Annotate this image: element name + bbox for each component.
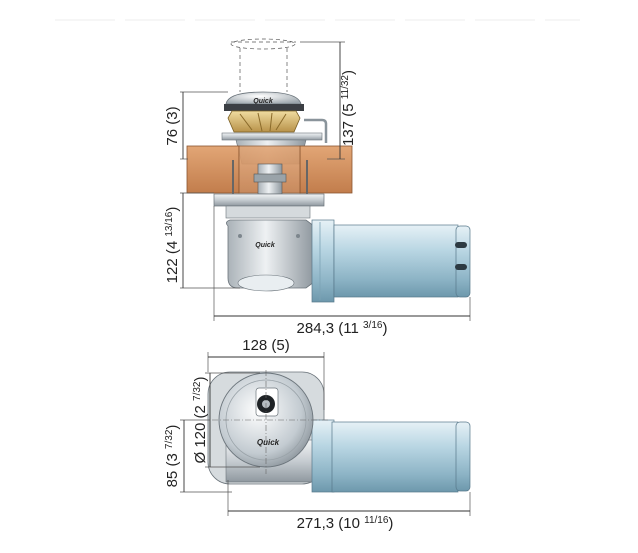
motor-terminal-1	[455, 242, 467, 248]
bolt-2	[296, 234, 300, 238]
side-view: Quick Quick	[186, 38, 471, 303]
gypsy-teeth	[239, 112, 287, 132]
upper-flange	[221, 132, 323, 141]
label-120: Ø 120 (2 7/32)	[192, 376, 209, 463]
label-271: 271,3 (10 11/16)	[297, 515, 394, 532]
label-137: 137 (5 11/32)	[340, 70, 357, 146]
deck-board-right	[299, 145, 353, 194]
gearbox-bottom	[237, 274, 295, 292]
brass-gypsy	[227, 110, 301, 133]
dome-logo: Quick	[253, 98, 274, 105]
plan-motor-body	[331, 421, 459, 493]
lower-plate	[213, 193, 325, 207]
motor-terminal-2	[455, 264, 467, 270]
gearbox-logo: Quick	[255, 242, 276, 249]
dome-cap	[225, 91, 302, 105]
motor-body	[333, 224, 459, 298]
shaft-collar	[253, 173, 287, 183]
label-122: 122 (4 13/16)	[164, 207, 181, 284]
label-85: 85 (3 7/32)	[164, 425, 181, 488]
motor-end-cap	[455, 225, 471, 298]
gearbox-neck	[225, 205, 311, 219]
motor-end-ring	[311, 219, 335, 303]
plan-motor-end-cap	[455, 421, 471, 492]
bolt-1	[238, 234, 242, 238]
plan-logo: Quick	[257, 438, 280, 447]
chain-stripper	[304, 118, 328, 143]
plan-view: Quick	[207, 370, 471, 493]
plan-dimensions: 128 (5) Ø 120 (2 7/32) 85 (3 7/32) 271,3…	[164, 337, 471, 532]
side-dimensions: 137 (5 11/32) 76 (3) 122 (4 13/16) 284,3…	[164, 41, 471, 337]
dome-rim	[224, 104, 304, 111]
chain-outline-top	[230, 38, 296, 50]
chain-outline-dashed	[231, 41, 296, 92]
label-284: 284,3 (11 3/16)	[297, 320, 388, 337]
plan-motor-ring	[311, 419, 335, 493]
deck-board-left	[186, 145, 240, 194]
label-76: 76 (3)	[164, 106, 181, 145]
label-128: 128 (5)	[242, 337, 290, 354]
